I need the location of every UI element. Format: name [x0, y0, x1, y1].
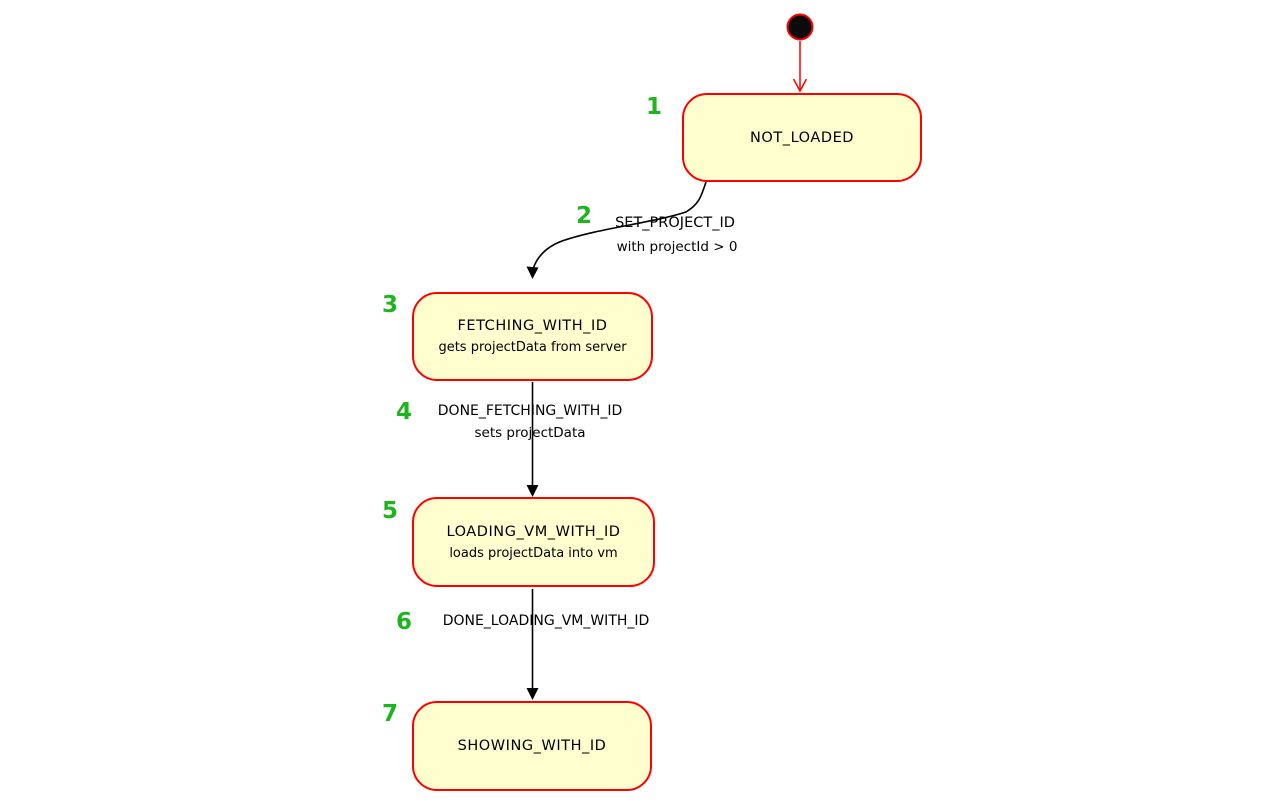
- state-node-loading-vm-with-id: LOADING_VM_WITH_ID loads projectData int…: [412, 497, 655, 587]
- transition-guard-label: sets projectData: [474, 425, 586, 441]
- transition-set-project-id-arrowhead-icon: [526, 266, 539, 279]
- state-title: SHOWING_WITH_ID: [457, 738, 607, 754]
- transition-event-label: DONE_FETCHING_WITH_ID: [437, 403, 623, 419]
- annotation-number-7: 7: [382, 701, 399, 727]
- annotation-number-6: 6: [396, 609, 413, 635]
- transition-event-label: DONE_LOADING_VM_WITH_ID: [442, 613, 650, 629]
- state-node-showing-with-id: SHOWING_WITH_ID: [412, 701, 652, 791]
- state-title: FETCHING_WITH_ID: [457, 318, 608, 334]
- annotation-number-3: 3: [382, 292, 399, 318]
- initial-state-dot: [786, 13, 814, 41]
- state-title: NOT_LOADED: [750, 129, 854, 146]
- transition-done-loading-arrowhead-icon: [526, 688, 539, 700]
- annotation-number-5: 5: [382, 498, 399, 524]
- annotation-number-1: 1: [646, 94, 663, 120]
- state-description: loads projectData into vm: [449, 545, 618, 561]
- state-title: LOADING_VM_WITH_ID: [446, 523, 621, 540]
- state-node-fetching-with-id: FETCHING_WITH_ID gets projectData from s…: [412, 292, 653, 381]
- state-description: gets projectData from server: [438, 340, 627, 355]
- initial-transition-arrowhead-icon: [792, 78, 808, 93]
- annotation-number-4: 4: [396, 399, 413, 425]
- annotation-number-2: 2: [576, 203, 593, 229]
- transition-event-label: SET_PROJECT_ID: [615, 215, 735, 231]
- transition-done-fetching-arrowhead-icon: [526, 485, 539, 497]
- state-node-not-loaded: NOT_LOADED: [682, 93, 922, 182]
- transition-guard-label: with projectId > 0: [616, 239, 738, 255]
